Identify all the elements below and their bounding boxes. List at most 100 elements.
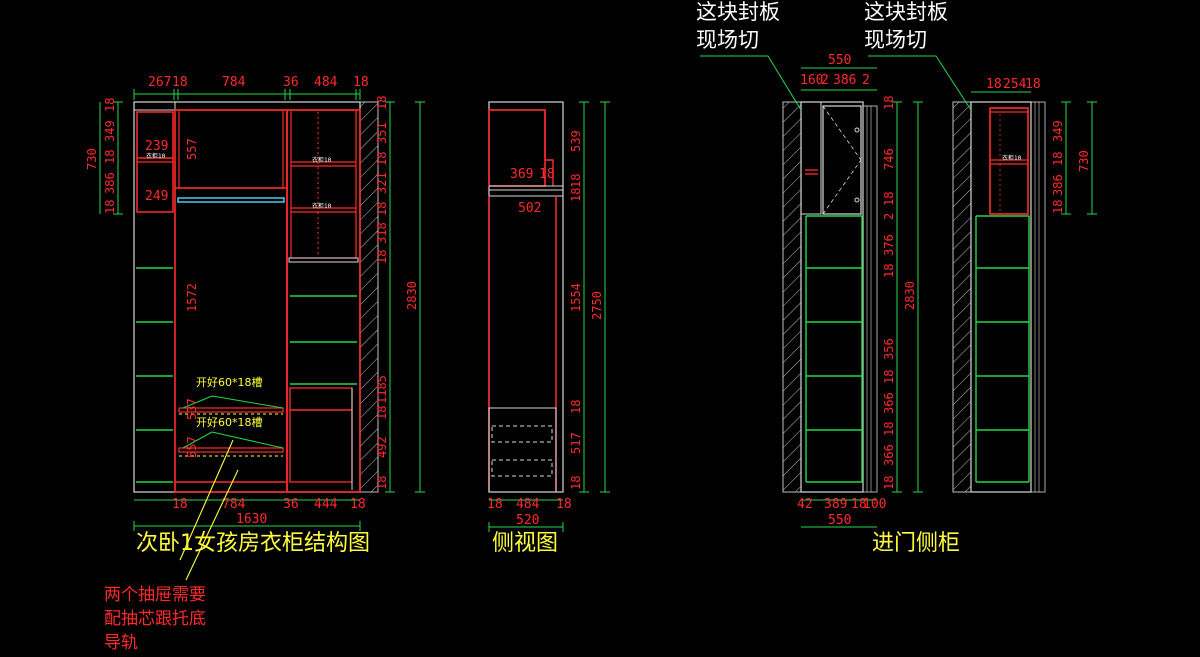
entry-b-top-1: 254 xyxy=(1003,77,1027,92)
groove-note-1: 开好60*18槽 xyxy=(196,375,263,389)
entry-a-top-1: 2 xyxy=(821,73,829,88)
entry-b-right-total: 730 xyxy=(1077,150,1091,172)
entry-b-right-2: 386 xyxy=(1051,174,1065,196)
dim-right-0: 18 xyxy=(375,96,389,110)
entry-a-bottom-total: 550 xyxy=(828,513,851,528)
tiny-label-2: 衣柜10 xyxy=(312,156,332,164)
entry-a-right-7: 18 xyxy=(882,370,896,384)
side-right-3: 1554 xyxy=(569,283,583,312)
dim-right-9: 492 xyxy=(375,436,389,458)
drawer-note-3: 导轨 xyxy=(104,633,138,653)
dim-left-total: 730 xyxy=(85,148,99,170)
dim-bottom-0: 18 xyxy=(172,497,188,512)
entry-b-right-1: 18 xyxy=(1051,152,1065,166)
entry-a-top-2: 386 xyxy=(833,73,856,88)
entry-a-right-2: 18 xyxy=(882,192,896,206)
side-right-1: 18 xyxy=(569,174,583,188)
dim-right-7: 1185 xyxy=(375,375,389,404)
entry-a-right-10: 366 xyxy=(882,444,896,466)
title-main: 次卧1女孩房衣柜结构图 xyxy=(136,531,370,556)
entry-a-right-3: 2 xyxy=(882,213,896,220)
hanging-rail xyxy=(177,197,285,203)
main-wardrobe-elevation xyxy=(133,101,379,493)
entry-b-right-3: 18 xyxy=(1051,200,1065,214)
entry-b-top-0: 18 xyxy=(986,77,1002,92)
side-mid: 502 xyxy=(518,201,541,216)
entry-a-dimension-lines xyxy=(801,67,923,528)
dim-mid-0: 557 xyxy=(185,138,199,160)
left-column-shelves xyxy=(136,267,173,483)
groove-note-2: 开好60*18槽 xyxy=(196,415,263,429)
dim-right-3: 321 xyxy=(375,172,389,194)
entry-a-bottom-2: 18 xyxy=(851,497,867,512)
entry-a-height-total: 2830 xyxy=(903,281,917,310)
dim-mid-1: 1572 xyxy=(185,283,199,312)
right-lower-drawers xyxy=(289,387,353,490)
dim-bottom-1: 784 xyxy=(222,497,246,512)
side-dimension-text: 369 18 502 18 484 18 520 539 18 18 1554 … xyxy=(487,130,604,528)
seal-note-right-2: 现场切 xyxy=(864,28,927,52)
entry-a-right-8: 366 xyxy=(882,392,896,414)
dim-right-8: 18 xyxy=(375,406,389,420)
side-top-gap: 18 xyxy=(539,167,555,182)
dim-right-5: 318 xyxy=(375,222,389,244)
entry-a-outline xyxy=(800,101,864,493)
entry-a-bottom-0: 42 xyxy=(797,497,813,512)
seal-panel-leaders xyxy=(700,55,972,111)
entry-a-right-5: 18 xyxy=(882,264,896,278)
dim-left-inner-0: 239 xyxy=(145,139,168,154)
dim-top-5: 18 xyxy=(353,75,369,90)
dim-top-0: 267 xyxy=(148,75,171,90)
drawer-note-2: 配抽芯跟托底 xyxy=(104,609,206,629)
side-top-inner: 369 xyxy=(510,167,533,182)
entry-a-shelves xyxy=(806,215,862,483)
entry-a-right-11: 18 xyxy=(882,476,896,490)
entry-a-dimension-text: 550 160 2 386 2 42 389 18 100 550 18 746… xyxy=(797,53,917,528)
dim-top-1: 18 xyxy=(172,75,188,90)
seal-note-left-2: 现场切 xyxy=(696,28,759,52)
right-section xyxy=(286,109,361,493)
entry-b-dimension-lines xyxy=(971,91,1097,215)
top-strip xyxy=(174,101,361,111)
dim-mid-3: 557 xyxy=(185,436,199,458)
dim-bottom-3: 444 xyxy=(314,497,338,512)
side-right-2: 18 xyxy=(569,188,583,202)
dim-right-1: 351 xyxy=(375,122,389,144)
entry-cabinet-a xyxy=(782,101,878,493)
entry-b-shelves xyxy=(976,215,1029,483)
title-entry: 进门侧柜 xyxy=(872,531,961,556)
dim-left-0: 18 xyxy=(103,98,117,112)
tiny-label-1: 衣柜10 xyxy=(146,152,166,160)
dim-bottom-2: 36 xyxy=(283,497,299,512)
entry-a-wall-hatch xyxy=(782,101,802,493)
dim-left-inner-1: 249 xyxy=(145,189,168,204)
entry-b-tiny-label: 衣柜10 xyxy=(1002,154,1022,162)
seal-note-right-1: 这块封板 xyxy=(864,0,948,24)
dim-mid-2: 537 xyxy=(185,398,199,420)
right-middle-shelves xyxy=(288,257,359,385)
dim-right-6: 18 xyxy=(375,250,389,264)
entry-b-dimension-text: 18 254 18 349 18 386 18 730 衣柜10 xyxy=(986,77,1091,214)
side-right-5: 517 xyxy=(569,432,583,454)
tiny-label-3: 衣柜10 xyxy=(312,202,332,210)
side-right-0: 539 xyxy=(569,130,583,152)
side-bottom-2: 18 xyxy=(556,497,572,512)
main-dimension-text: 267 18 784 36 484 18 18 784 36 444 18 16… xyxy=(85,75,419,527)
center-drawers xyxy=(175,407,287,483)
dim-right-2: 18 xyxy=(375,152,389,166)
side-dimension-lines xyxy=(488,101,610,532)
dim-right-10: 18 xyxy=(375,476,389,490)
dim-left-3: 386 xyxy=(103,172,117,194)
title-side: 侧视图 xyxy=(492,531,559,556)
dim-bottom-4: 18 xyxy=(350,497,366,512)
dim-right-4: 18 xyxy=(375,202,389,216)
main-dimension-lines xyxy=(99,89,425,531)
entry-a-top-total: 550 xyxy=(828,53,851,68)
dim-left-1: 349 xyxy=(103,120,117,142)
entry-a-right-6: 356 xyxy=(882,338,896,360)
entry-a-right-0: 18 xyxy=(882,96,896,110)
side-view xyxy=(488,101,564,493)
dim-left-2: 18 xyxy=(103,150,117,164)
side-right-4: 18 xyxy=(569,400,583,414)
dim-left-4: 18 xyxy=(103,200,117,214)
